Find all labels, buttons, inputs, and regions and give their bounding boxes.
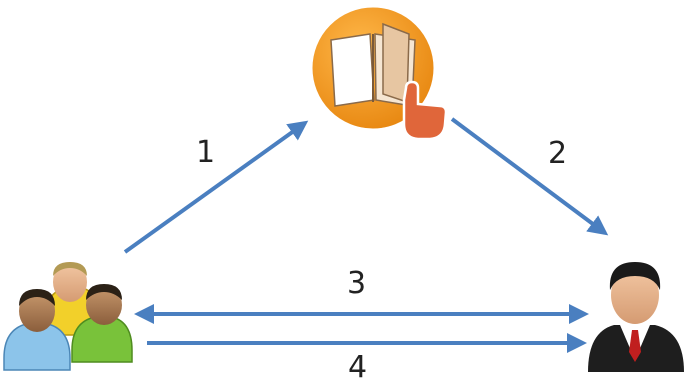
open-book-with-pointer-icon bbox=[309, 4, 448, 141]
step-label-1: 1 bbox=[196, 135, 215, 170]
user-group-icon bbox=[3, 262, 133, 371]
step-label-4: 4 bbox=[348, 350, 367, 379]
arrow-step-1 bbox=[123, 120, 309, 254]
step-label-2: 2 bbox=[548, 136, 567, 171]
businessman-icon bbox=[588, 262, 684, 372]
step-label-3: 3 bbox=[347, 266, 366, 301]
pointer-hand-icon bbox=[402, 80, 448, 141]
arrow-step-2 bbox=[450, 117, 609, 236]
